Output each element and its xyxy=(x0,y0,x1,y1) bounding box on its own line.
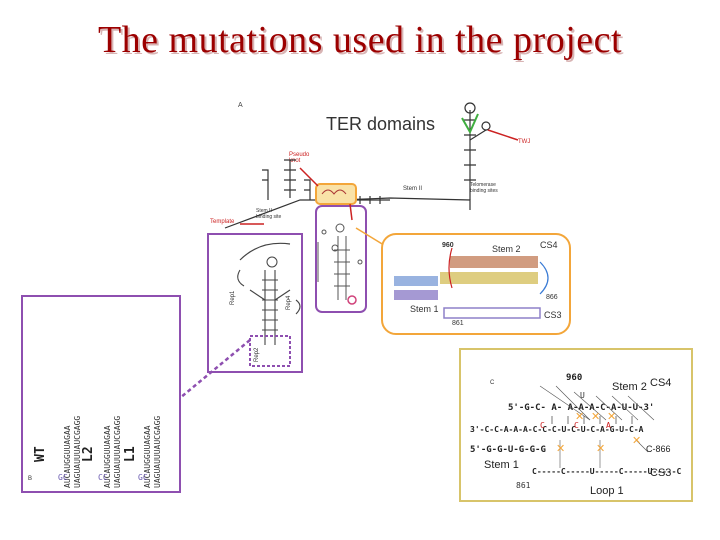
twj-green-mark xyxy=(461,113,479,135)
panel-a-letter: A xyxy=(238,102,243,109)
twj-label: TWJ xyxy=(518,139,531,145)
l1-label: L1 xyxy=(123,446,138,462)
stem-ii-label: Stem II xyxy=(403,186,423,192)
twj-branch xyxy=(469,129,487,141)
template-to-sequence-link xyxy=(179,339,251,399)
svg-text:✕: ✕ xyxy=(575,410,584,423)
c-cs4: CS4 xyxy=(650,377,671,389)
zoom-cs4: CS4 xyxy=(540,240,558,250)
svg-text:✕: ✕ xyxy=(607,410,616,423)
svg-text:✕: ✕ xyxy=(591,410,600,423)
c-stem1: Stem 1 xyxy=(484,459,519,471)
ter-loop-top xyxy=(464,102,476,114)
c-row4: C-----C-----U-----C-----U-----C xyxy=(532,467,681,476)
svg-text:A: A xyxy=(606,421,611,430)
zoom-stem2-row xyxy=(394,247,549,319)
template-panel xyxy=(207,233,303,373)
panel-c-frame xyxy=(459,348,693,502)
l1-seq2: UAGUAUUUAUCGAGG xyxy=(153,416,162,488)
c-stem2: Stem 2 xyxy=(612,381,647,393)
c-u: U xyxy=(580,391,585,400)
zoom-861: 861 xyxy=(452,320,464,327)
c-866: C-866 xyxy=(646,444,671,454)
panel-b-letter: B xyxy=(28,476,32,482)
sequence-panel-frame xyxy=(21,295,181,493)
svg-text:Rep2: Rep2 xyxy=(254,347,260,362)
stem-ii-binding-label: Stem II binding site xyxy=(256,208,282,220)
sequence-columns: AUCAUGGUUAGAA UAGUAUUUAUCGAGG WT AUCAUGG… xyxy=(33,416,162,488)
column-link-arrow xyxy=(349,203,353,221)
svg-text:✕: ✕ xyxy=(556,442,565,455)
twj-arrow xyxy=(487,129,519,141)
pseudoknot-label: Pseudo knot xyxy=(289,152,310,164)
l1-seq1: AUCAUGGUUAGAA xyxy=(143,425,152,488)
svg-text:C: C xyxy=(574,421,579,430)
svg-text:Rep1: Rep1 xyxy=(230,290,236,305)
svg-text:GC: GC xyxy=(58,473,68,482)
zoom-960: 960 xyxy=(442,242,454,249)
wt-label: WT xyxy=(33,446,48,462)
zoom-stem2: Stem 2 xyxy=(492,244,521,254)
template-selection-box xyxy=(249,335,291,367)
c-861: 861 xyxy=(516,481,531,490)
c-row2: 3'-C-C-A-A-A-C-C-C-U-C-U-C-A-G-U-C-A xyxy=(470,425,644,434)
pseudoknot-highlight xyxy=(315,183,357,205)
ter-domains-label: TER domains xyxy=(326,114,436,134)
c-row3: 5'-G-G-U-G-G-G xyxy=(470,445,546,455)
c-mutation-marks: ✕ ✕ ✕ ✕ ✕ ✕ xyxy=(556,410,641,455)
c-960: 960 xyxy=(566,373,582,383)
pseudoknot-column-panel xyxy=(315,205,367,313)
c-loop1: Loop 1 xyxy=(590,485,624,497)
svg-text:GC: GC xyxy=(138,473,148,482)
zoom-866: 866 xyxy=(546,294,558,301)
svg-text:C: C xyxy=(540,421,545,430)
c-cs3: CS3 xyxy=(650,467,671,479)
panel-c-letter: C xyxy=(490,380,495,386)
svg-text:Rep4: Rep4 xyxy=(286,295,292,310)
svg-text:✕: ✕ xyxy=(596,442,605,455)
svg-text:✕: ✕ xyxy=(632,434,641,447)
c-row1: 5'-G-C- A- A-A-A-C-A-U-U-3' xyxy=(508,403,654,413)
zoom-cs3: CS3 xyxy=(544,310,562,320)
svg-text:CC: CC xyxy=(98,473,108,482)
telomerase-binding-label: Telomerase binding sites xyxy=(470,182,498,194)
template-label: Template xyxy=(210,219,235,225)
l2-label: L2 xyxy=(81,446,96,462)
zoom-stem1: Stem 1 xyxy=(410,304,439,314)
page-title: The mutations used in the project xyxy=(97,19,623,61)
wt-seq2: UAGUAUUUAUCGAGG xyxy=(73,416,82,488)
l2-seq2: UAGUAUUUAUCGAGG xyxy=(113,416,122,488)
l2-seq1: AUCAUGGUUAGAA xyxy=(103,425,112,488)
pseudoknot-arrow xyxy=(299,167,319,187)
wt-seq1: AUCAUGGUUAGAA xyxy=(63,425,72,488)
